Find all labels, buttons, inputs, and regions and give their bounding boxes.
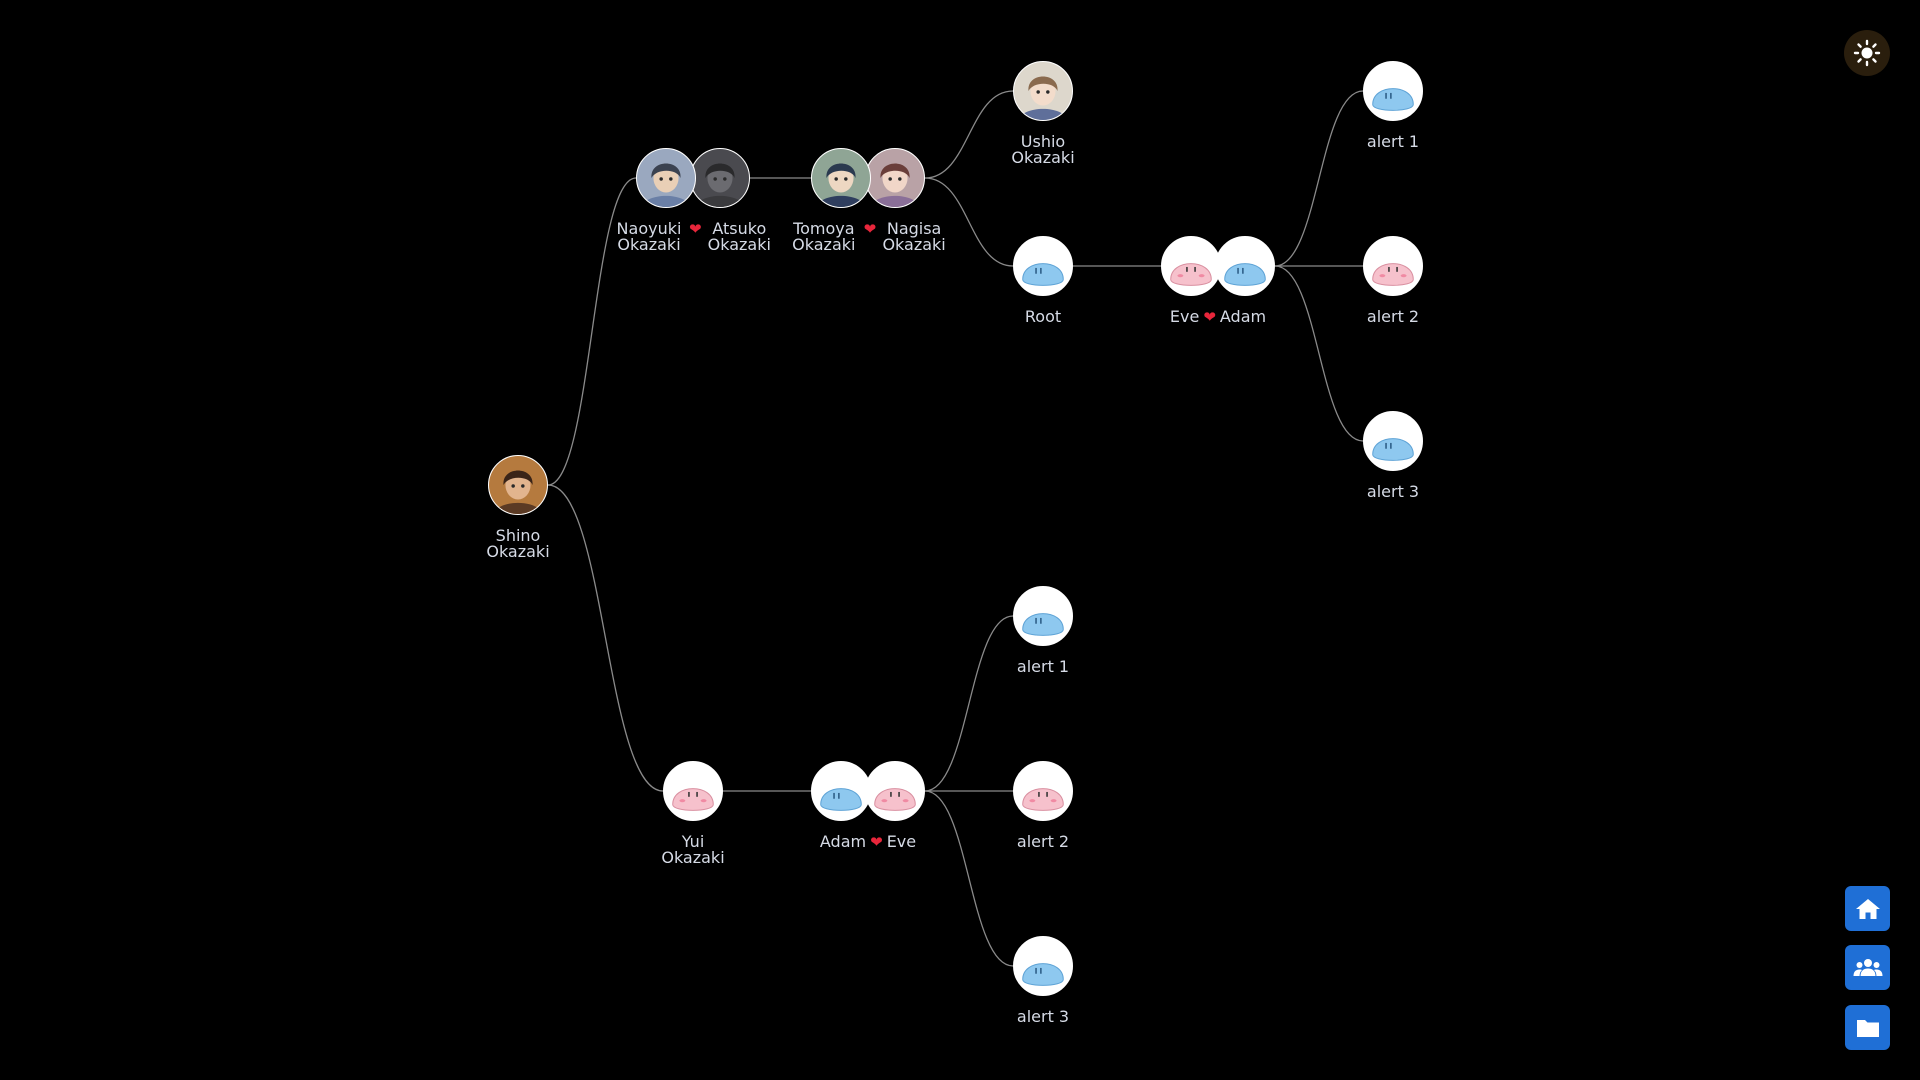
- person-name: alert 3: [1366, 482, 1420, 501]
- person-name: Yui Okazaki: [661, 832, 725, 867]
- avatar-blue-dango[interactable]: [1013, 586, 1073, 646]
- node-label: Tomoya Okazaki ❤ Nagisa Okazaki: [788, 221, 948, 253]
- person-name: Eve: [886, 832, 917, 851]
- node-label: alert 3: [963, 1009, 1123, 1025]
- theme-toggle-button[interactable]: [1844, 30, 1890, 76]
- avatar-shino-portrait[interactable]: [488, 455, 548, 515]
- person-name: alert 2: [1016, 832, 1070, 851]
- avatar-pink-dango[interactable]: [1363, 236, 1423, 296]
- avatar-blue-dango[interactable]: [1013, 236, 1073, 296]
- tree-node-ushio[interactable]: Ushio Okazaki: [963, 61, 1123, 166]
- node-label: Naoyuki Okazaki ❤ Atsuko Okazaki: [613, 221, 773, 253]
- sun-icon: [1853, 39, 1881, 67]
- tree-node-alert1-bottom[interactable]: alert 1: [963, 586, 1123, 675]
- avatar-blue-dango[interactable]: [1363, 61, 1423, 121]
- tree-edge: [924, 90, 1014, 179]
- avatar-blue-dango[interactable]: [1215, 236, 1275, 296]
- avatar-naoyuki-portrait[interactable]: [636, 148, 696, 208]
- node-label: alert 2: [1313, 309, 1473, 325]
- folder-button[interactable]: [1845, 1005, 1890, 1050]
- tree-edge: [924, 790, 1014, 967]
- node-label: Yui Okazaki: [613, 834, 773, 866]
- avatar-blue-dango[interactable]: [1363, 411, 1423, 471]
- person-name: Eve: [1169, 307, 1200, 326]
- node-label: Ushio Okazaki: [963, 134, 1123, 166]
- tree-edge: [924, 177, 1014, 267]
- avatar-blue-dango[interactable]: [1013, 936, 1073, 996]
- person-name: Adam: [819, 832, 867, 851]
- person-name: Shino Okazaki: [486, 526, 550, 561]
- node-label: alert 1: [1313, 134, 1473, 150]
- tree-node-alert2-bottom[interactable]: alert 2: [963, 761, 1123, 850]
- tree-edge: [924, 615, 1014, 792]
- tree-node-adam-eve[interactable]: Adam❤Eve: [788, 761, 948, 850]
- avatar-pink-dango[interactable]: [1013, 761, 1073, 821]
- avatar-blue-dango[interactable]: [811, 761, 871, 821]
- person-name: Tomoya Okazaki: [792, 219, 856, 254]
- person-name: Atsuko Okazaki: [707, 219, 771, 254]
- person-name: Root: [1024, 307, 1062, 326]
- heart-icon: ❤: [689, 220, 702, 238]
- home-button[interactable]: [1845, 886, 1890, 931]
- node-label: Eve❤Adam: [1138, 307, 1298, 326]
- tree-node-alert3-top[interactable]: alert 3: [1313, 411, 1473, 500]
- person-name: Nagisa Okazaki: [882, 219, 946, 254]
- person-name: alert 2: [1366, 307, 1420, 326]
- heart-icon: ❤: [863, 220, 877, 238]
- avatar-tomoya-portrait[interactable]: [811, 148, 871, 208]
- person-name: Naoyuki Okazaki: [616, 219, 682, 254]
- people-button[interactable]: [1845, 945, 1890, 990]
- person-name: alert 3: [1016, 1007, 1070, 1026]
- avatar-pink-dango[interactable]: [1161, 236, 1221, 296]
- people-icon: [1853, 958, 1882, 976]
- tree-node-eve-adam[interactable]: Eve❤Adam: [1138, 236, 1298, 325]
- node-label: alert 1: [963, 659, 1123, 675]
- avatar-pink-dango[interactable]: [865, 761, 925, 821]
- tree-node-root[interactable]: Root: [963, 236, 1123, 325]
- person-name: alert 1: [1366, 132, 1420, 151]
- tree-edge: [1274, 90, 1364, 267]
- tree-node-alert3-bottom[interactable]: alert 3: [963, 936, 1123, 1025]
- tree-edge: [1274, 265, 1364, 442]
- person-name: Ushio Okazaki: [1011, 132, 1075, 167]
- home-icon: [1855, 898, 1880, 919]
- node-label: Root: [963, 309, 1123, 325]
- tree-node-alert1-top[interactable]: alert 1: [1313, 61, 1473, 150]
- node-label: alert 3: [1313, 484, 1473, 500]
- heart-icon: ❤: [1203, 308, 1216, 326]
- avatar-ushio-portrait[interactable]: [1013, 61, 1073, 121]
- avatar-nagisa-portrait[interactable]: [865, 148, 925, 208]
- person-name: alert 1: [1016, 657, 1070, 676]
- avatar-atsuko-portrait[interactable]: [690, 148, 750, 208]
- tree-node-alert2-top[interactable]: alert 2: [1313, 236, 1473, 325]
- node-label: Adam❤Eve: [788, 832, 948, 851]
- folder-icon: [1856, 1019, 1879, 1037]
- avatar-pink-dango[interactable]: [663, 761, 723, 821]
- heart-icon: ❤: [870, 833, 883, 851]
- tree-edge: [547, 177, 637, 486]
- tree-edge: [547, 484, 664, 792]
- node-label: Shino Okazaki: [438, 528, 598, 560]
- tree-node-shino[interactable]: Shino Okazaki: [438, 455, 598, 560]
- person-name: Adam: [1219, 307, 1267, 326]
- tree-node-yui[interactable]: Yui Okazaki: [613, 761, 773, 866]
- node-label: alert 2: [963, 834, 1123, 850]
- tree-node-tomoya-nagisa[interactable]: Tomoya Okazaki ❤ Nagisa Okazaki: [788, 148, 948, 253]
- tree-node-naoyuki-atsuko[interactable]: Naoyuki Okazaki ❤ Atsuko Okazaki: [613, 148, 773, 253]
